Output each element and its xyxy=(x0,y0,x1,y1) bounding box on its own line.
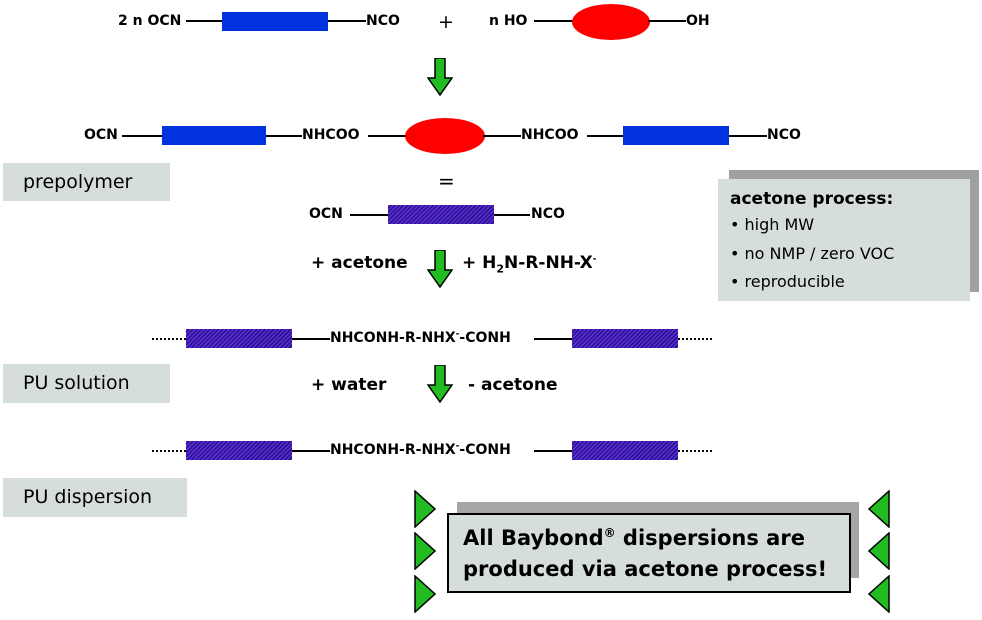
reaction-arrow-icon xyxy=(427,365,453,403)
diol-segment xyxy=(572,4,650,40)
prepolymer-segment xyxy=(186,441,292,460)
prepolymer-tag: prepolymer xyxy=(3,163,170,201)
chain-continuation-dots xyxy=(678,450,712,452)
bond-line xyxy=(534,20,574,22)
triangle-right-icon xyxy=(414,490,436,528)
acetone-process-box: acetone process: • high MW • no NMP / ze… xyxy=(718,179,970,301)
diisocyanate-segment xyxy=(162,126,266,145)
simplified-ocn-label: OCN xyxy=(309,206,343,222)
bullet-item: • high MW xyxy=(730,215,815,234)
chain-continuation-dots xyxy=(152,338,186,340)
bond-line xyxy=(483,135,521,137)
urethane-link-label: NHCOO xyxy=(302,127,360,143)
urea-link-label: NHCONH-R-NHX--CONH xyxy=(330,441,511,458)
note-line-2: produced via acetone process! xyxy=(463,557,828,581)
step1-reagent-left: + acetone xyxy=(311,253,408,273)
step2-reagent-left: + water xyxy=(311,375,387,395)
plus-sign: + xyxy=(438,11,454,33)
pu-dispersion-tag: PU dispersion xyxy=(3,478,187,517)
bond-line xyxy=(266,135,302,137)
urethane-link-label: NHCOO xyxy=(521,127,579,143)
diisocyanate-segment xyxy=(623,126,729,145)
note-line-1: All Baybond® dispersions are xyxy=(463,526,805,550)
reactant-diol-right-label: OH xyxy=(686,13,710,29)
bond-line xyxy=(328,20,366,22)
bond-line xyxy=(587,135,623,137)
baybond-note-box: All Baybond® dispersions are produced vi… xyxy=(447,513,851,593)
bond-line xyxy=(292,338,330,340)
reaction-arrow-icon xyxy=(427,58,453,96)
bullet-item: • reproducible xyxy=(730,272,845,291)
step2-reagent-right: - acetone xyxy=(468,375,558,395)
bond-line xyxy=(494,214,530,216)
bond-line xyxy=(292,450,330,452)
equals-sign: = xyxy=(438,169,455,193)
triangle-left-icon xyxy=(868,532,890,570)
pu-solution-tag: PU solution xyxy=(3,364,170,403)
reaction-arrow-icon xyxy=(427,250,453,288)
prepolymer-nco-label: NCO xyxy=(767,127,801,143)
bond-line xyxy=(122,135,162,137)
prepolymer-segment xyxy=(388,205,494,224)
reactant-diisocyanate-right-label: NCO xyxy=(366,13,400,29)
triangle-right-icon xyxy=(414,532,436,570)
diol-segment xyxy=(405,118,485,154)
prepolymer-ocn-label: OCN xyxy=(84,127,118,143)
bond-line xyxy=(648,20,686,22)
step1-reagent-right: + H2N-R-NH-X- xyxy=(462,253,597,276)
prepolymer-segment xyxy=(572,329,678,348)
bond-line xyxy=(350,214,388,216)
triangle-left-icon xyxy=(868,490,890,528)
reactant-diol-left-label: n HO xyxy=(489,13,528,29)
prepolymer-segment xyxy=(186,329,292,348)
triangle-left-icon xyxy=(868,575,890,613)
chain-continuation-dots xyxy=(152,450,186,452)
chain-continuation-dots xyxy=(678,338,712,340)
bond-line xyxy=(368,135,408,137)
bond-line xyxy=(729,135,767,137)
bond-line xyxy=(534,450,572,452)
triangle-right-icon xyxy=(414,575,436,613)
prepolymer-segment xyxy=(572,441,678,460)
acetone-process-title: acetone process: xyxy=(730,189,894,209)
reactant-diisocyanate-left-label: 2 n OCN xyxy=(118,13,182,29)
urea-link-label: NHCONH-R-NHX--CONH xyxy=(330,329,511,346)
bullet-item: • no NMP / zero VOC xyxy=(730,244,895,263)
diisocyanate-segment xyxy=(222,12,328,31)
bond-line xyxy=(534,338,572,340)
simplified-nco-label: NCO xyxy=(531,206,565,222)
bond-line xyxy=(186,20,222,22)
